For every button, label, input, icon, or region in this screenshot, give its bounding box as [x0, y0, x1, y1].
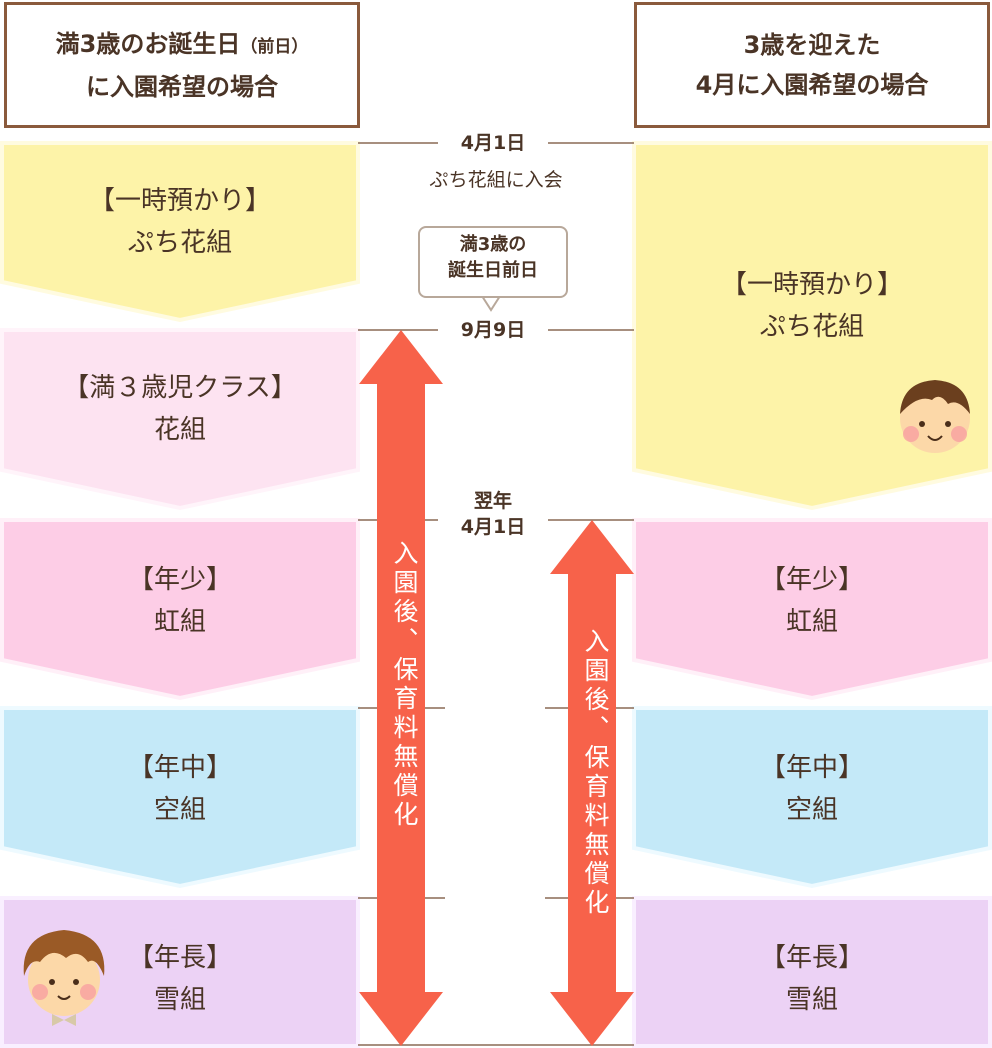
left-stage-3-label: 【年少】 虹組	[2, 559, 358, 643]
next-year-text: 翌年	[473, 490, 512, 512]
right-stage-1-label: 【一時預かり】 ぷち花組	[634, 264, 990, 348]
header-right: 3歳を迎えた 4月に入園希望の場合	[634, 2, 990, 128]
left-stage-1-shape	[0, 141, 360, 323]
header-left-line1: 満3歳のお誕生日（前日）	[56, 24, 309, 67]
sep9-label: 9月9日	[460, 319, 526, 341]
right-stage-2-bracket: 【年少】	[759, 565, 864, 595]
left-stage-1-name: ぷち花組	[127, 228, 233, 258]
left-arrow-text: 入園後、保育料無償化	[390, 540, 419, 830]
left-stage-2-name: 花組	[153, 415, 206, 445]
left-stage-3-shape	[0, 518, 360, 701]
right-stage-4-label: 【年長】 雪組	[634, 937, 990, 1021]
right-stage-4-shape	[632, 896, 992, 1048]
left-stage-5-bracket: 【年長】	[127, 943, 232, 973]
left-stage-5-label: 【年長】 雪組	[2, 937, 358, 1021]
callout-line1: 満3歳の	[459, 234, 527, 255]
right-stage-1-bracket: 【一時預かり】	[720, 270, 903, 300]
header-left: 満3歳のお誕生日（前日） に入園希望の場合	[4, 2, 360, 128]
right-stage-4-bracket: 【年長】	[759, 943, 864, 973]
left-stage-4-shape	[0, 706, 360, 889]
left-stage-4-bracket: 【年中】	[127, 753, 232, 783]
header-right-line1: 3歳を迎えた	[743, 31, 881, 59]
left-stage-2-label: 【満３歳児クラス】 花組	[2, 367, 358, 451]
left-stage-4-label: 【年中】 空組	[2, 747, 358, 831]
right-stage-2-name: 虹組	[785, 607, 838, 637]
header-left-line1-small: （前日）	[240, 36, 309, 57]
left-stage-3-name: 虹組	[153, 607, 206, 637]
right-arrow-text: 入園後、保育料無償化	[581, 628, 610, 918]
right-stage-3-name: 空組	[785, 795, 838, 825]
child-face-icon-2	[23, 930, 105, 1026]
callout-line2: 誕生日前日	[448, 260, 538, 281]
child-face-icon	[900, 380, 970, 453]
left-stage-1-bracket: 【一時預かり】	[88, 186, 271, 216]
right-stage-3-shape	[632, 706, 992, 889]
left-stage-3-bracket: 【年少】	[127, 565, 232, 595]
next-april1-text: 4月1日	[460, 516, 526, 538]
left-double-arrow	[359, 330, 443, 1046]
next-year-label: 翌年 4月1日	[438, 488, 548, 540]
right-stage-1-name: ぷち花組	[759, 312, 865, 342]
header-right-line2: 4月に入園希望の場合	[695, 71, 929, 99]
right-stage-2-shape	[632, 518, 992, 701]
left-stage-2-bracket: 【満３歳児クラス】	[63, 373, 297, 403]
header-left-line2: に入園希望の場合	[86, 72, 278, 101]
right-stage-4-name: 雪組	[785, 985, 838, 1015]
birthday-callout: 満3歳の 誕生日前日	[418, 226, 568, 298]
right-stage-3-label: 【年中】 空組	[634, 747, 990, 831]
left-stage-4-name: 空組	[153, 795, 206, 825]
april1-label: 4月1日	[460, 132, 526, 154]
right-stage-3-bracket: 【年中】	[759, 753, 864, 783]
left-stage-2-shape	[0, 328, 360, 511]
join-label: ぷち花組に入会	[429, 169, 563, 191]
callout-tail	[480, 295, 502, 312]
right-stage-2-label: 【年少】 虹組	[634, 559, 990, 643]
left-stage-5-name: 雪組	[153, 985, 206, 1015]
left-stage-1-label: 【一時預かり】 ぷち花組	[2, 180, 358, 264]
header-left-line1-text: 満3歳のお誕生日	[55, 29, 241, 58]
right-double-arrow	[550, 520, 634, 1046]
